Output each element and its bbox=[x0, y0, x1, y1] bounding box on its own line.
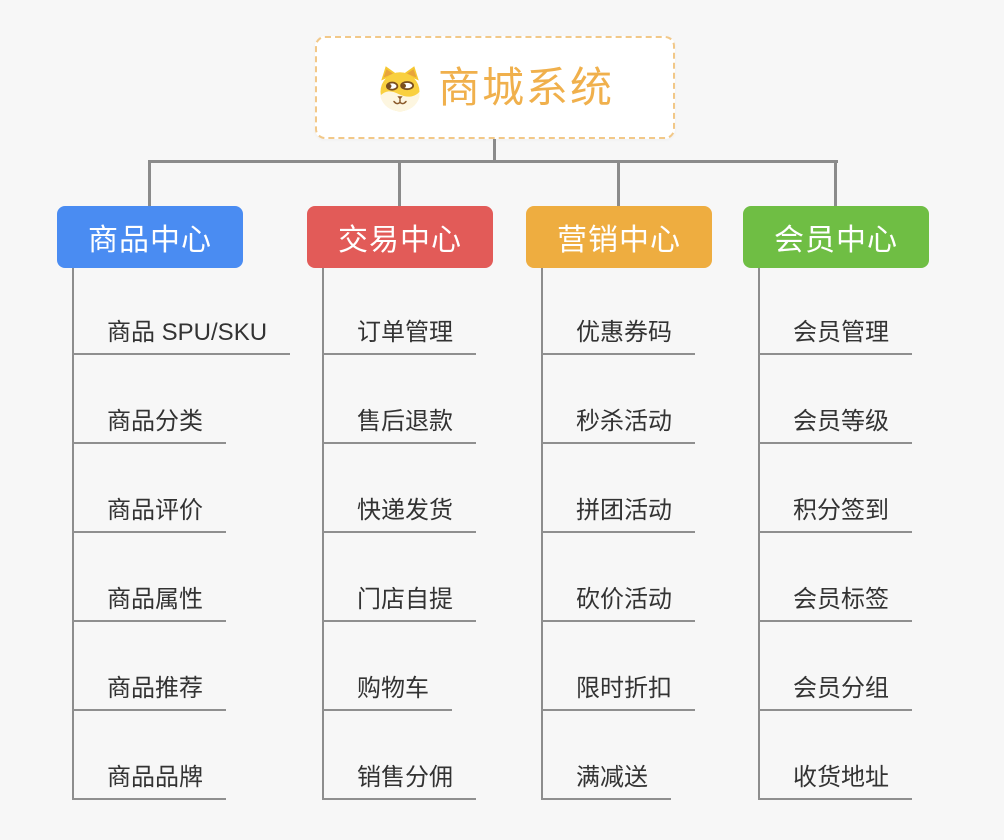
leaf-topic[interactable]: 限时折扣 bbox=[541, 674, 695, 711]
leaf-topic[interactable]: 商品 SPU/SKU bbox=[72, 318, 291, 355]
leaf-row: 会员分组 bbox=[758, 622, 912, 711]
branch-spine bbox=[541, 268, 543, 800]
leaf-topic[interactable]: 商品评价 bbox=[72, 496, 226, 533]
leaf-row: 会员管理 bbox=[758, 266, 912, 355]
branch-column-products: 商品中心 商品 SPU/SKU 商品分类 商品评价 商品属性 商品推荐 商品品牌 bbox=[57, 206, 307, 816]
branch-header-products[interactable]: 商品中心 bbox=[57, 206, 243, 268]
leaf-topic[interactable]: 商品品牌 bbox=[72, 763, 226, 800]
branch-spine bbox=[322, 268, 324, 800]
leaf-row: 拼团活动 bbox=[541, 444, 695, 533]
leaf-row: 会员等级 bbox=[758, 355, 912, 444]
connector-branch-drop bbox=[617, 160, 620, 207]
leaf-row: 积分签到 bbox=[758, 444, 912, 533]
leaf-topic[interactable]: 收货地址 bbox=[758, 763, 912, 800]
leaf-topic[interactable]: 售后退款 bbox=[322, 407, 476, 444]
leaf-row: 收货地址 bbox=[758, 711, 912, 800]
leaf-topic[interactable]: 会员管理 bbox=[758, 318, 912, 355]
leaf-topic[interactable]: 会员标签 bbox=[758, 585, 912, 622]
leaf-row: 满减送 bbox=[541, 711, 695, 800]
branch-header-members[interactable]: 会员中心 bbox=[743, 206, 929, 268]
leaf-row: 秒杀活动 bbox=[541, 355, 695, 444]
branch-spine bbox=[72, 268, 74, 800]
branch-header-marketing[interactable]: 营销中心 bbox=[526, 206, 712, 268]
connector-root-drop bbox=[493, 139, 496, 163]
leaf-row: 商品属性 bbox=[72, 533, 290, 622]
leaf-topic[interactable]: 会员分组 bbox=[758, 674, 912, 711]
leaf-topic[interactable]: 拼团活动 bbox=[541, 496, 695, 533]
leaf-row: 限时折扣 bbox=[541, 622, 695, 711]
leaf-topic[interactable]: 积分签到 bbox=[758, 496, 912, 533]
leaf-topic[interactable]: 优惠券码 bbox=[541, 318, 695, 355]
leaf-row: 门店自提 bbox=[322, 533, 476, 622]
branch-column-marketing: 营销中心 优惠券码 秒杀活动 拼团活动 砍价活动 限时折扣 满减送 bbox=[526, 206, 776, 816]
leaf-row: 购物车 bbox=[322, 622, 476, 711]
branch-leaves: 订单管理 售后退款 快递发货 门店自提 购物车 销售分佣 bbox=[322, 266, 476, 800]
dog-face-icon bbox=[380, 65, 420, 111]
leaf-topic[interactable]: 会员等级 bbox=[758, 407, 912, 444]
leaf-topic[interactable]: 销售分佣 bbox=[322, 763, 476, 800]
leaf-row: 快递发货 bbox=[322, 444, 476, 533]
branch-header-trade[interactable]: 交易中心 bbox=[307, 206, 493, 268]
leaf-topic[interactable]: 快递发货 bbox=[322, 496, 476, 533]
leaf-row: 商品评价 bbox=[72, 444, 290, 533]
leaf-topic[interactable]: 订单管理 bbox=[322, 318, 476, 355]
branch-spine bbox=[758, 268, 760, 800]
leaf-row: 售后退款 bbox=[322, 355, 476, 444]
leaf-topic[interactable]: 砍价活动 bbox=[541, 585, 695, 622]
leaf-row: 优惠券码 bbox=[541, 266, 695, 355]
branch-column-members: 会员中心 会员管理 会员等级 积分签到 会员标签 会员分组 收货地址 bbox=[743, 206, 993, 816]
leaf-row: 销售分佣 bbox=[322, 711, 476, 800]
leaf-row: 商品分类 bbox=[72, 355, 290, 444]
leaf-row: 订单管理 bbox=[322, 266, 476, 355]
connector-branch-drop bbox=[398, 160, 401, 207]
leaf-topic[interactable]: 商品分类 bbox=[72, 407, 226, 444]
connector-branch-drop bbox=[834, 160, 837, 207]
leaf-topic[interactable]: 商品推荐 bbox=[72, 674, 226, 711]
leaf-row: 会员标签 bbox=[758, 533, 912, 622]
connector-branch-drop bbox=[148, 160, 151, 207]
leaf-row: 砍价活动 bbox=[541, 533, 695, 622]
root-title: 商城系统 bbox=[437, 63, 614, 111]
connector-bus bbox=[148, 160, 838, 163]
root-node[interactable]: 商城系统 bbox=[315, 36, 675, 139]
branch-leaves: 商品 SPU/SKU 商品分类 商品评价 商品属性 商品推荐 商品品牌 bbox=[72, 266, 291, 800]
branch-leaves: 优惠券码 秒杀活动 拼团活动 砍价活动 限时折扣 满减送 bbox=[541, 266, 695, 800]
leaf-topic[interactable]: 商品属性 bbox=[72, 585, 226, 622]
leaf-row: 商品品牌 bbox=[72, 711, 290, 800]
leaf-row: 商品推荐 bbox=[72, 622, 290, 711]
branch-leaves: 会员管理 会员等级 积分签到 会员标签 会员分组 收货地址 bbox=[758, 266, 912, 800]
leaf-topic[interactable]: 购物车 bbox=[322, 674, 452, 711]
leaf-topic[interactable]: 满减送 bbox=[541, 763, 671, 800]
leaf-topic[interactable]: 门店自提 bbox=[322, 585, 476, 622]
branch-column-trade: 交易中心 订单管理 售后退款 快递发货 门店自提 购物车 销售分佣 bbox=[307, 206, 557, 816]
leaf-row: 商品 SPU/SKU bbox=[72, 266, 291, 355]
leaf-topic[interactable]: 秒杀活动 bbox=[541, 407, 695, 444]
